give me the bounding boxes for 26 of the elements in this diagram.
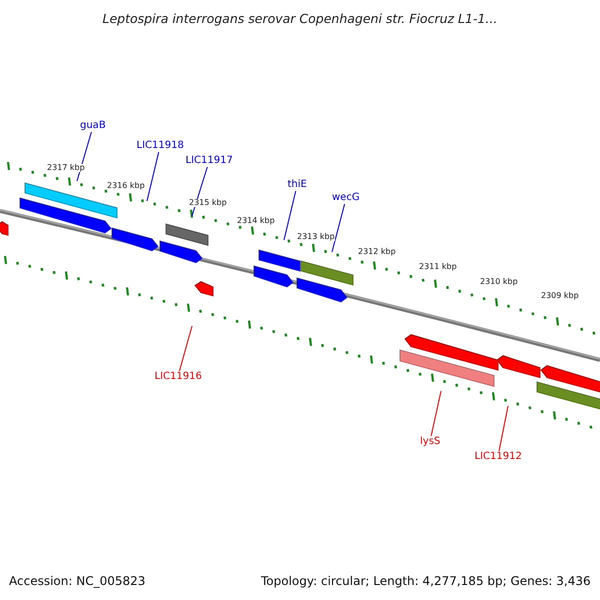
tick-label: 2309 kbp [541, 292, 579, 300]
gene-label: LIC11917 [186, 156, 233, 166]
leader-line [430, 390, 442, 436]
tick-label: 2312 kbp [358, 248, 396, 256]
gene-label: thiE [288, 180, 307, 190]
tick-label: 2317 kbp [47, 164, 85, 172]
tick-label: 2314 kbp [237, 217, 275, 225]
genome-summary: Topology: circular; Length: 4,277,185 bp; Genes: 3,436 [261, 575, 591, 587]
gene-label: guaB [80, 121, 106, 131]
leader-line [332, 204, 346, 252]
tick-label: 2315 kbp [189, 199, 227, 207]
tick-label: 2311 kbp [419, 263, 457, 271]
gene-label: LIC11916 [154, 372, 202, 382]
gene-label: wecG [332, 193, 360, 203]
gene-label: LIC11918 [136, 141, 184, 151]
leader-line [284, 190, 296, 240]
tick-label: 2313 kbp [297, 233, 335, 241]
leader-line [178, 326, 192, 372]
map-title: Leptospira interrogans serovar Copenhageni str. Fiocruz L1-1... [102, 12, 498, 25]
tick-label: 2316 kbp [107, 182, 145, 190]
leader-line [498, 406, 508, 452]
tick-label: 2310 kbp [480, 278, 518, 286]
gene-label: LIC11912 [474, 452, 522, 462]
leader-line [146, 152, 160, 202]
gene-label: lysS [420, 437, 440, 447]
accession-note: Accession: NC_005823 [9, 575, 146, 587]
